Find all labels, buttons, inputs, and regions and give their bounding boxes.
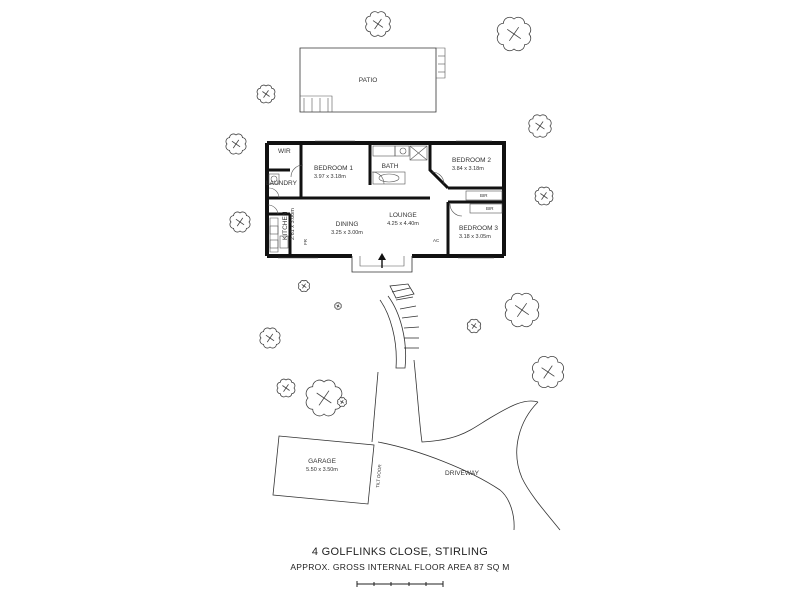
floor-area: APPROX. GROSS INTERNAL FLOOR AREA 87 SQ … [290,562,510,572]
patio: PATIO [299,47,446,113]
trees [225,11,564,417]
tree-icon [504,292,540,328]
driveway: DRIVEWAY [371,359,561,531]
room-label-fr: FR [303,238,308,245]
tree-icon [466,318,482,334]
patio-label: PATIO [359,77,378,84]
room-label-lounge: LOUNGE [389,212,417,219]
tree-icon [305,379,343,417]
room-label-kitchen: KITCHEN [282,211,289,240]
room-label-bath: BATH [382,163,399,170]
room-label-bedroom3: BEDROOM 3 [459,225,498,232]
garden-path [379,283,420,369]
garage-label: GARAGE [308,458,336,465]
room-label-wir: WIR [278,148,291,155]
entry-arrow-icon [378,253,386,268]
tree-icon [229,211,251,233]
tree-icon [528,114,552,138]
room-label-bir-2: BIR [486,206,494,211]
room-size-dining: 3.25 x 3.00m [331,230,363,236]
room-size-bedroom1: 3.97 x 3.18m [314,174,346,180]
garage-size: 5.50 x 3.50m [306,467,338,473]
tree-icon [365,11,391,37]
room-label-bir-1: BIR [480,193,488,198]
house: BEDROOM 1 3.97 x 3.18m WIR BATH BEDROOM … [265,140,506,273]
tree-icon [276,378,296,398]
tree-icon [534,186,554,206]
tree-icon [256,84,276,104]
room-label-bedroom1: BEDROOM 1 [314,165,353,172]
garage: GARAGE 5.50 x 3.50m TILT DOOR [272,435,383,505]
room-size-kitchen: 2.61 x 3.00m [290,208,296,240]
property-address: 4 GOLFLINKS CLOSE, STIRLING [311,546,489,558]
tree-icon [259,327,281,349]
tree-icon [334,302,342,310]
room-size-bedroom2: 3.84 x 3.18m [452,166,484,172]
room-label-bedroom2: BEDROOM 2 [452,157,491,164]
room-size-lounge: 4.25 x 4.40m [387,221,419,227]
room-label-ac: AC [433,238,440,243]
room-label-dining: DINING [336,221,359,228]
tree-icon [532,356,564,388]
driveway-label: DRIVEWAY [445,470,480,477]
room-label-laundry: LAUNDRY [266,180,298,187]
scale-bar [356,581,444,587]
tree-icon [496,16,532,52]
tree-icon [225,133,247,155]
tree-icon [298,280,310,292]
tree-icon [337,397,347,407]
room-size-bedroom3: 3.18 x 3.05m [459,234,491,240]
tilt-door-label: TILT DOOR [375,463,383,488]
